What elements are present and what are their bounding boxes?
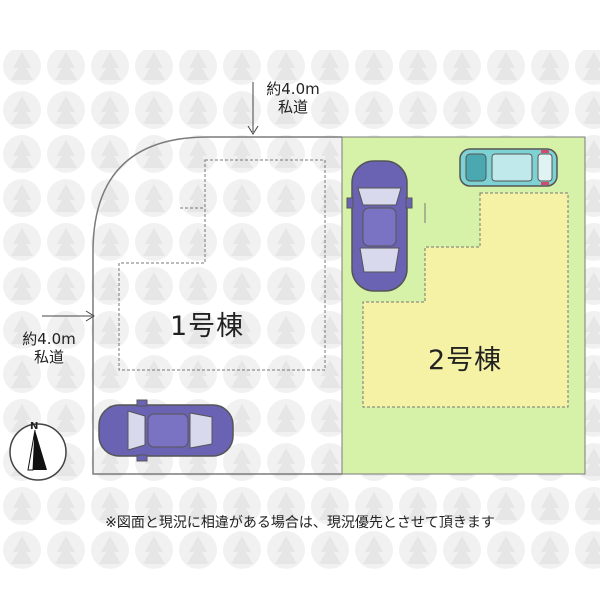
north-letter: N xyxy=(30,421,39,432)
building-2-footprint xyxy=(362,192,569,408)
car-top-vertical xyxy=(346,160,413,292)
left-road-type: 私道 xyxy=(33,348,64,366)
left-road-width: 約4.0m xyxy=(22,330,76,348)
building-1-label: 1号棟 xyxy=(170,311,245,342)
top-road-width: 約4.0m xyxy=(266,80,320,98)
car-cyan xyxy=(459,148,558,187)
top-road-type: 私道 xyxy=(277,98,308,116)
lot-1-boundary xyxy=(92,136,342,475)
car-bottom-horizontal xyxy=(98,399,234,462)
building-2-label: 2号棟 xyxy=(428,345,503,376)
disclaimer-note: ※図面と現況に相違がある場合は、現況優先とさせて頂きます xyxy=(105,515,495,531)
top-road-arrow xyxy=(247,82,259,135)
building-1-footprint xyxy=(118,159,326,371)
left-road-label: 約4.0m 私道 xyxy=(14,330,84,366)
top-road-label: 約4.0m 私道 xyxy=(258,80,328,116)
north-compass xyxy=(9,423,67,481)
left-road-arrow xyxy=(42,310,95,322)
